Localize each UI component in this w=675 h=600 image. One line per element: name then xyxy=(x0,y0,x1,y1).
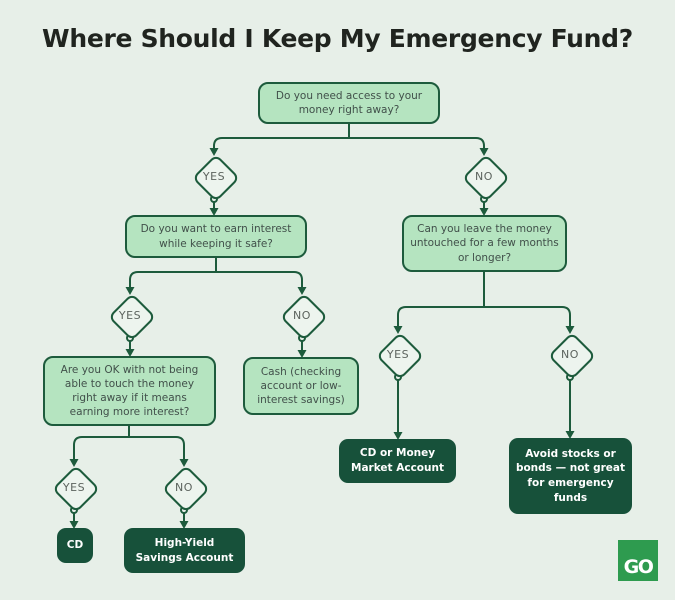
result-box-cd-money-market: CD or Money Market Account xyxy=(339,439,456,483)
decision-label: YES xyxy=(202,169,226,183)
go-logo: GO xyxy=(618,540,658,581)
result-text: Cash (checking account or low-interest s… xyxy=(257,365,345,407)
question-text: Do you want to earn interest while keepi… xyxy=(140,223,292,250)
connector-interest-split xyxy=(125,258,307,295)
go-logo-text: GO xyxy=(623,556,654,578)
question-box-need-access: Do you need access to your money right a… xyxy=(258,82,440,124)
connector-yes4-to-cdmma xyxy=(393,373,403,440)
result-text: CD or Money Market Account xyxy=(351,447,444,474)
question-text: Are you OK with not being able to touch … xyxy=(60,363,199,419)
result-box-cd: CD xyxy=(57,528,93,563)
question-text: Do you need access to your money right a… xyxy=(275,89,423,116)
decision-label: NO xyxy=(293,308,311,322)
decision-label: NO xyxy=(561,347,579,361)
page-title: Where Should I Keep My Emergency Fund? xyxy=(42,24,633,53)
decision-diamond-yes-2: YES xyxy=(107,292,157,342)
decision-diamond-no-4: NO xyxy=(547,331,597,381)
question-text: Can you leave the money untouched for a … xyxy=(410,223,559,264)
decision-label: YES xyxy=(386,347,410,361)
decision-diamond-yes-4: YES xyxy=(375,331,425,381)
question-box-leave-untouched: Can you leave the money untouched for a … xyxy=(402,215,567,272)
result-text: High-Yield Savings Account xyxy=(135,536,234,564)
result-box-cash: Cash (checking account or low-interest s… xyxy=(243,357,359,415)
decision-label: NO xyxy=(475,169,493,183)
decision-diamond-yes-3: YES xyxy=(51,464,101,514)
result-box-avoid-stocks: Avoid stocks or bonds — not great for em… xyxy=(509,438,632,514)
decision-diamond-no-2: NO xyxy=(279,292,329,342)
result-box-high-yield-savings: High-Yield Savings Account xyxy=(124,528,245,573)
connector-untouched-split xyxy=(393,272,575,334)
connector-access-split xyxy=(209,124,489,156)
connector-oktouch-split xyxy=(69,426,189,467)
decision-diamond-yes-1: YES xyxy=(191,153,241,203)
decision-label: NO xyxy=(175,480,193,494)
decision-diamond-no-3: NO xyxy=(161,464,211,514)
decision-label: YES xyxy=(62,480,86,494)
question-box-earn-interest: Do you want to earn interest while keepi… xyxy=(125,215,307,258)
decision-label: YES xyxy=(118,308,142,322)
result-text: CD xyxy=(66,539,84,552)
decision-diamond-no-1: NO xyxy=(461,153,511,203)
question-box-ok-not-touching: Are you OK with not being able to touch … xyxy=(43,356,216,426)
connector-no4-to-avoid xyxy=(565,373,575,439)
result-text: Avoid stocks or bonds — not great for em… xyxy=(515,447,626,504)
